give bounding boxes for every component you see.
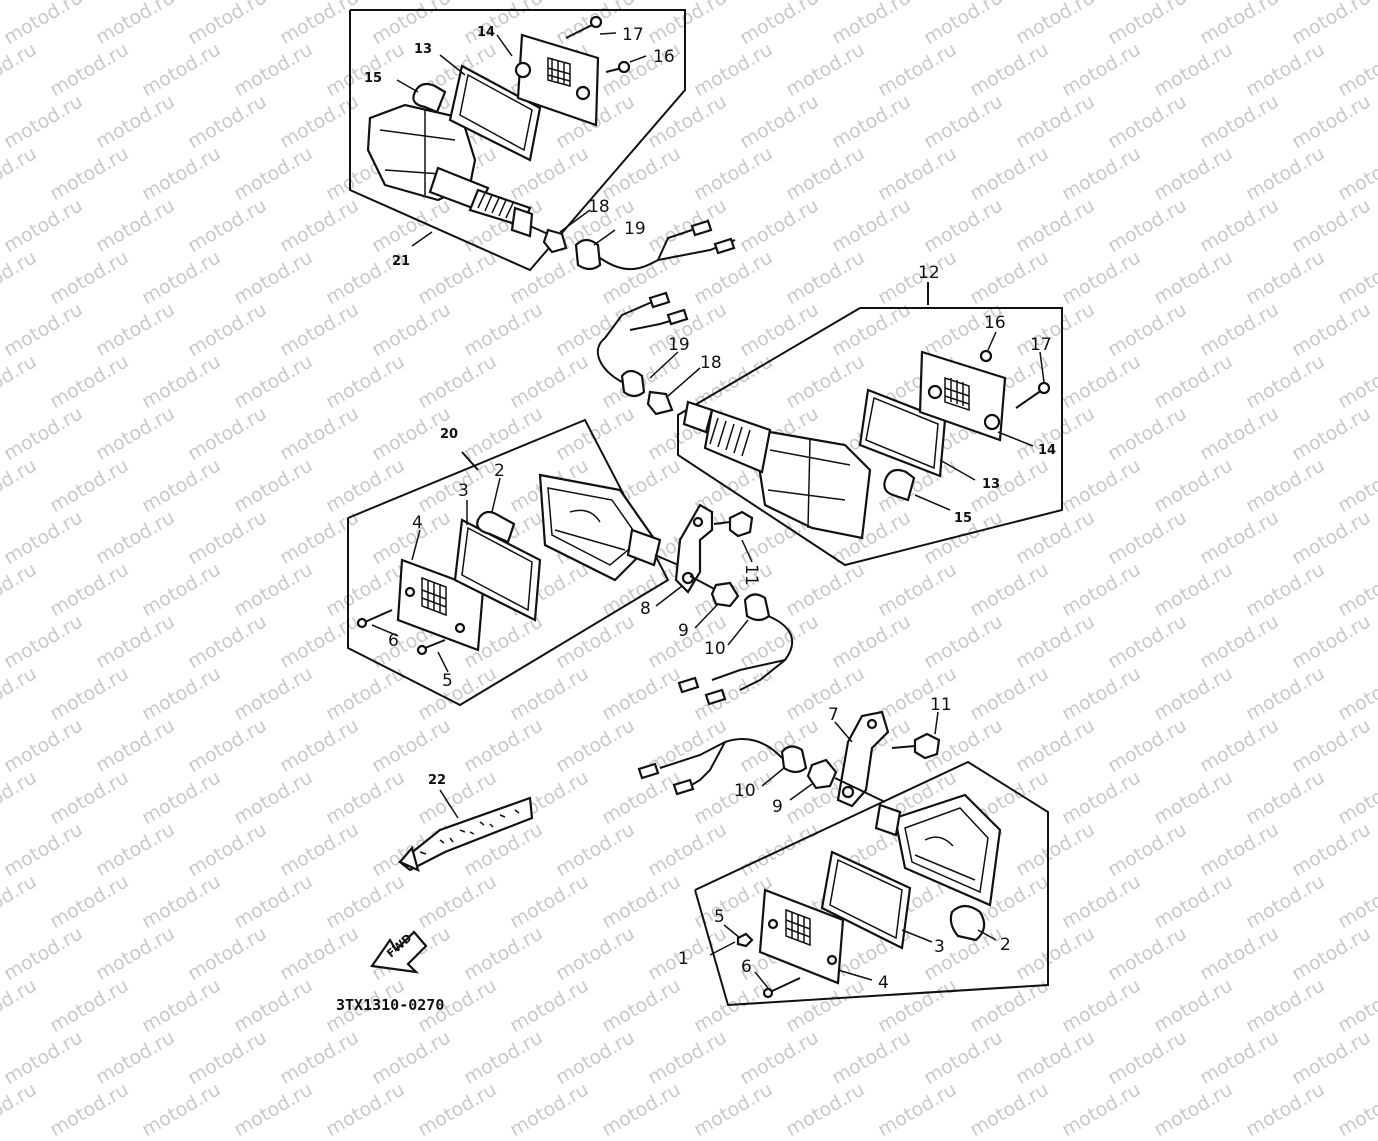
callout-label: 3 [458,481,469,501]
watermark-text: motod.ru [0,1078,41,1141]
watermark-text: motod.ru [1058,1078,1145,1141]
callout-label: 1 [678,949,689,969]
callout-label: 8 [640,599,651,619]
callout-label: 9 [678,621,689,641]
watermark-text: motod.ru [46,1078,133,1141]
callout-label: 18 [700,353,722,373]
watermark-text: motod.ru [506,1078,593,1141]
callout-label: 14 [477,25,495,40]
diagram-drawing: FWD 13 14 17 16 15 18 19 21 12 16 17 19 … [336,9,1063,1014]
fwd-arrow: FWD [370,930,428,974]
callout-label: 21 [392,254,410,269]
callout-label: 4 [412,513,423,533]
assembly-20-front-left-flasher [347,418,794,707]
watermark-text: motod.ru [690,1078,777,1141]
callout-label: 6 [388,631,399,651]
watermark-text: motod.ru [874,1078,961,1141]
callout-label: 11 [741,564,761,586]
callout-label: 12 [918,263,940,283]
watermark-text: motod.ru [1196,1026,1283,1090]
watermark-text: motod.ru [1104,1026,1191,1090]
callout-label: 19 [668,335,690,355]
watermark-text: motod.ru [782,1078,869,1141]
callout-label: 11 [930,695,952,715]
callout-label: 10 [734,781,756,801]
callout-label: 4 [878,973,889,993]
watermark-text: motod.ru [1150,1078,1237,1141]
callout-label: 5 [442,671,453,691]
callout-label: 2 [1000,935,1011,955]
assembly-12-rear-right-flasher [596,282,1063,567]
callout-label: 16 [984,313,1006,333]
watermark-text: motod.ru [644,1026,731,1090]
callout-label: 16 [653,47,675,67]
watermark-text: motod.ru [552,1026,639,1090]
callout-label: 5 [714,907,725,927]
watermark-text: motod.ru [184,1026,271,1090]
callout-label: 22 [428,773,446,788]
watermark-text: motod.ru [966,1078,1053,1141]
watermark-text: motod.ru [138,1078,225,1141]
callout-label: 19 [624,219,646,239]
callout-label: 15 [364,71,382,86]
watermark-text: motod.ru [1334,1078,1378,1141]
diagram-code: 3TX1310-0270 [336,996,444,1014]
watermark-text: motod.ru [368,1026,455,1090]
callout-label: 17 [1030,335,1052,355]
callout-label: 6 [741,957,752,977]
assembly-1-front-right-flasher [694,760,1049,1007]
assembly-21-rear-left-flasher [349,9,736,272]
watermark-text: motod.ru [598,1078,685,1141]
watermark-text: motod.ru [460,1026,547,1090]
watermark-text: motod.ru [414,1078,501,1141]
callout-label: 3 [934,937,945,957]
callout-label: 7 [828,705,839,725]
watermark-text: motod.ru [920,1026,1007,1090]
watermark-text: motod.ru [276,1026,363,1090]
watermark-text: motod.ru [1012,1026,1099,1090]
watermark-text: motod.ru [736,1026,823,1090]
callout-label: 15 [954,511,972,526]
callout-label: 17 [622,25,644,45]
watermark-text: motod.ru [828,1026,915,1090]
watermark-text: motod.ru [92,1026,179,1090]
callout-label: 13 [414,42,432,57]
callout-label: 10 [704,639,726,659]
callout-label: 9 [772,797,783,817]
watermark-text: motod.ru [230,1078,317,1141]
callout-label: 13 [982,477,1000,492]
watermark-text: motod.ru [0,1026,87,1090]
callout-label: 2 [494,461,505,481]
callout-label: 20 [440,427,458,442]
callout-label: 14 [1038,443,1056,458]
watermark-text: motod.ru [322,1078,409,1141]
lower-bracket-group [637,710,941,808]
watermark-text: motod.ru [1242,1078,1329,1141]
watermark-text: motod.ru [1288,1026,1375,1090]
callout-label: 18 [588,197,610,217]
callout-labels: 13 14 17 16 15 18 19 21 12 16 17 19 18 1… [364,25,1056,993]
part-22-reflector [398,789,534,872]
